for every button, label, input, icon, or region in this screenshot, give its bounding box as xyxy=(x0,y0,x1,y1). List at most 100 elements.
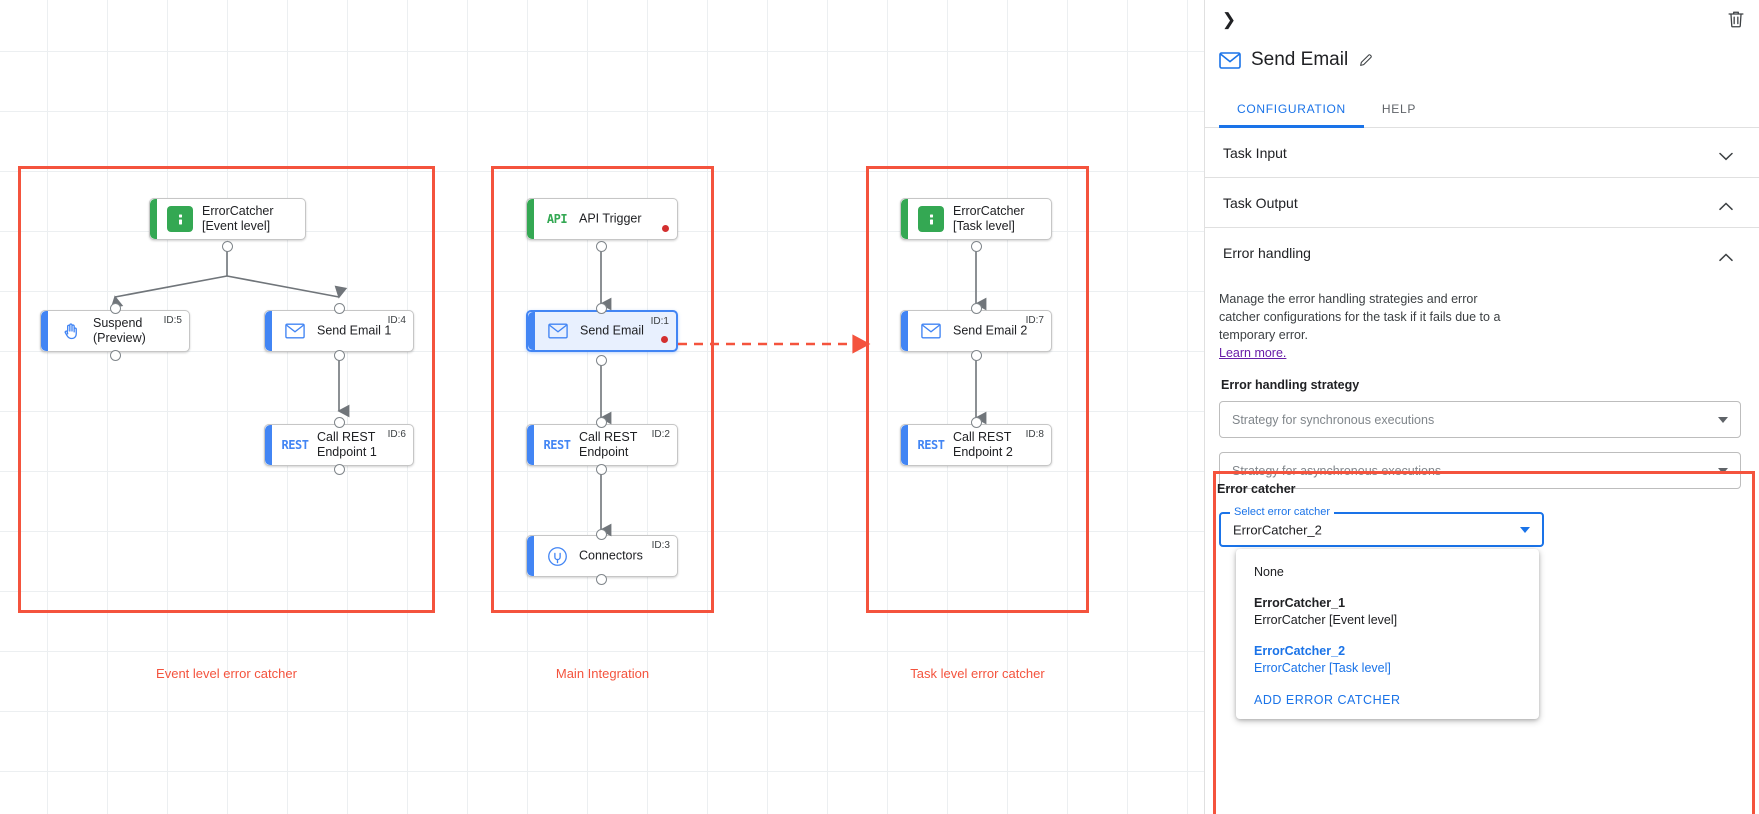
error-catcher-section-label: Error catcher xyxy=(1217,482,1296,496)
node-accent-bar xyxy=(901,425,908,465)
group-event-level-error-catcher xyxy=(18,166,435,613)
group-label-main-integration: Main Integration xyxy=(555,666,650,681)
integration-canvas[interactable]: Event level error catcher Main Integrati… xyxy=(0,0,1204,814)
node-port-out[interactable] xyxy=(596,241,607,252)
async-strategy-select[interactable]: Strategy for asynchronous executions xyxy=(1219,452,1741,490)
panel-title-row: Send Email xyxy=(1205,40,1759,80)
node-port-out[interactable] xyxy=(334,464,345,475)
node-accent-bar xyxy=(265,311,272,351)
node-port-out[interactable] xyxy=(971,350,982,361)
async-strategy-value: Strategy for asynchronous executions xyxy=(1232,463,1442,478)
accordion-task-output[interactable]: Task Output xyxy=(1205,178,1759,228)
node-accent-bar xyxy=(527,536,534,576)
node-status-dot xyxy=(661,336,668,343)
error-catcher-highlight xyxy=(1213,471,1755,814)
group-label-task-level: Task level error catcher xyxy=(910,666,1045,681)
node-id-tag: ID:4 xyxy=(387,315,406,326)
panel-topbar: ❯ xyxy=(1205,0,1759,40)
node-status-dot xyxy=(662,225,669,232)
page-title: Send Email xyxy=(1251,49,1349,70)
menu-item-secondary: ErrorCatcher [Task level] xyxy=(1254,660,1391,675)
node-error-catcher-event-level[interactable]: ErrorCatcher [Event level] xyxy=(149,198,306,240)
node-title: Send Email 2 xyxy=(953,323,1028,338)
node-title: Send Email 1 xyxy=(317,323,392,338)
add-error-catcher-button[interactable]: ADD ERROR CATCHER xyxy=(1254,693,1401,708)
node-port-in[interactable] xyxy=(110,303,121,314)
menu-item-none[interactable]: None xyxy=(1236,557,1539,588)
chevron-right-icon[interactable]: ❯ xyxy=(1221,10,1237,29)
node-connectors[interactable]: Connectors ID:3 xyxy=(526,535,678,577)
group-main-integration xyxy=(491,166,714,613)
chevron-down-icon xyxy=(1718,467,1728,474)
chevron-up-icon xyxy=(1719,249,1733,261)
node-id-tag: ID:2 xyxy=(651,429,670,440)
menu-item-secondary: ErrorCatcher [Event level] xyxy=(1254,612,1398,627)
accordion-label: Task Input xyxy=(1223,144,1287,161)
menu-item-primary: None xyxy=(1254,565,1284,579)
menu-item-errorcatcher-2[interactable]: ErrorCatcher_2 ErrorCatcher [Task level] xyxy=(1236,636,1539,684)
node-port-in[interactable] xyxy=(334,417,345,428)
hand-icon xyxy=(58,318,84,344)
node-title: Suspend (Preview) xyxy=(93,316,146,345)
node-accent-bar xyxy=(527,425,534,465)
error-catcher-icon xyxy=(167,206,193,232)
error-catcher-icon xyxy=(918,206,944,232)
node-port-in[interactable] xyxy=(971,303,982,314)
node-port-out[interactable] xyxy=(596,574,607,585)
node-title: Connectors xyxy=(579,548,643,563)
trash-icon[interactable] xyxy=(1725,8,1747,30)
node-id-tag: ID:5 xyxy=(163,315,182,326)
node-port-in[interactable] xyxy=(971,417,982,428)
sync-strategy-value: Strategy for synchronous executions xyxy=(1232,412,1435,427)
node-title: Call REST Endpoint xyxy=(579,430,638,459)
sync-strategy-select[interactable]: Strategy for synchronous executions xyxy=(1219,401,1741,439)
node-title: ErrorCatcher [Event level] xyxy=(202,204,274,233)
node-port-out[interactable] xyxy=(110,350,121,361)
node-port-in[interactable] xyxy=(596,529,607,540)
node-title: API Trigger xyxy=(579,211,642,226)
error-handling-body: Manage the error handling strategies and… xyxy=(1205,278,1759,490)
node-api-trigger[interactable]: API API Trigger xyxy=(526,198,678,240)
tab-help[interactable]: HELP xyxy=(1381,101,1417,116)
mail-icon xyxy=(282,318,308,344)
node-port-out[interactable] xyxy=(971,241,982,252)
menu-item-primary: ErrorCatcher_1 xyxy=(1254,595,1346,610)
menu-item-errorcatcher-1[interactable]: ErrorCatcher_1 ErrorCatcher [Event level… xyxy=(1236,588,1539,636)
node-port-out[interactable] xyxy=(596,355,607,366)
node-suspend-preview[interactable]: Suspend (Preview) ID:5 xyxy=(40,310,190,352)
node-id-tag: ID:8 xyxy=(1025,429,1044,440)
learn-more-link[interactable]: Learn more. xyxy=(1219,346,1287,361)
select-error-catcher-field[interactable]: Select error catcher ErrorCatcher_2 xyxy=(1219,506,1544,547)
api-icon: API xyxy=(546,212,568,226)
node-send-email-2[interactable]: Send Email 2 ID:7 xyxy=(900,310,1052,352)
node-port-out[interactable] xyxy=(222,241,233,252)
node-port-in[interactable] xyxy=(596,417,607,428)
node-port-in[interactable] xyxy=(596,303,607,314)
node-port-out[interactable] xyxy=(334,350,345,361)
mail-icon xyxy=(1219,51,1241,69)
error-handling-strategy-label: Error handling strategy xyxy=(1221,378,1360,393)
node-title: ErrorCatcher [Task level] xyxy=(953,204,1025,233)
pencil-icon[interactable] xyxy=(1358,52,1374,68)
mail-icon xyxy=(545,318,571,344)
chevron-down-icon xyxy=(1719,148,1733,161)
node-port-in[interactable] xyxy=(334,303,345,314)
tab-configuration[interactable]: CONFIGURATION xyxy=(1219,90,1364,128)
node-send-email-1[interactable]: Send Email 1 ID:4 xyxy=(264,310,414,352)
node-accent-bar xyxy=(901,311,908,351)
rest-icon: REST xyxy=(917,438,945,452)
node-send-email[interactable]: Send Email ID:1 xyxy=(526,310,678,352)
node-call-rest-endpoint-2[interactable]: REST Call REST Endpoint 2 ID:8 xyxy=(900,424,1052,466)
node-port-out[interactable] xyxy=(596,464,607,475)
node-id-tag: ID:6 xyxy=(387,429,406,440)
node-error-catcher-task-level[interactable]: ErrorCatcher [Task level] xyxy=(900,198,1052,240)
accordion-task-input[interactable]: Task Input xyxy=(1205,128,1759,178)
node-id-tag: ID:1 xyxy=(650,316,669,327)
error-catcher-dropdown-menu[interactable]: None ErrorCatcher_1 ErrorCatcher [Event … xyxy=(1236,549,1539,720)
accordion-error-handling[interactable]: Error handling xyxy=(1205,228,1759,278)
node-id-tag: ID:7 xyxy=(1025,315,1044,326)
rest-icon: REST xyxy=(281,438,309,452)
node-call-rest-endpoint[interactable]: REST Call REST Endpoint ID:2 xyxy=(526,424,678,466)
node-call-rest-endpoint-1[interactable]: REST Call REST Endpoint 1 ID:6 xyxy=(264,424,414,466)
